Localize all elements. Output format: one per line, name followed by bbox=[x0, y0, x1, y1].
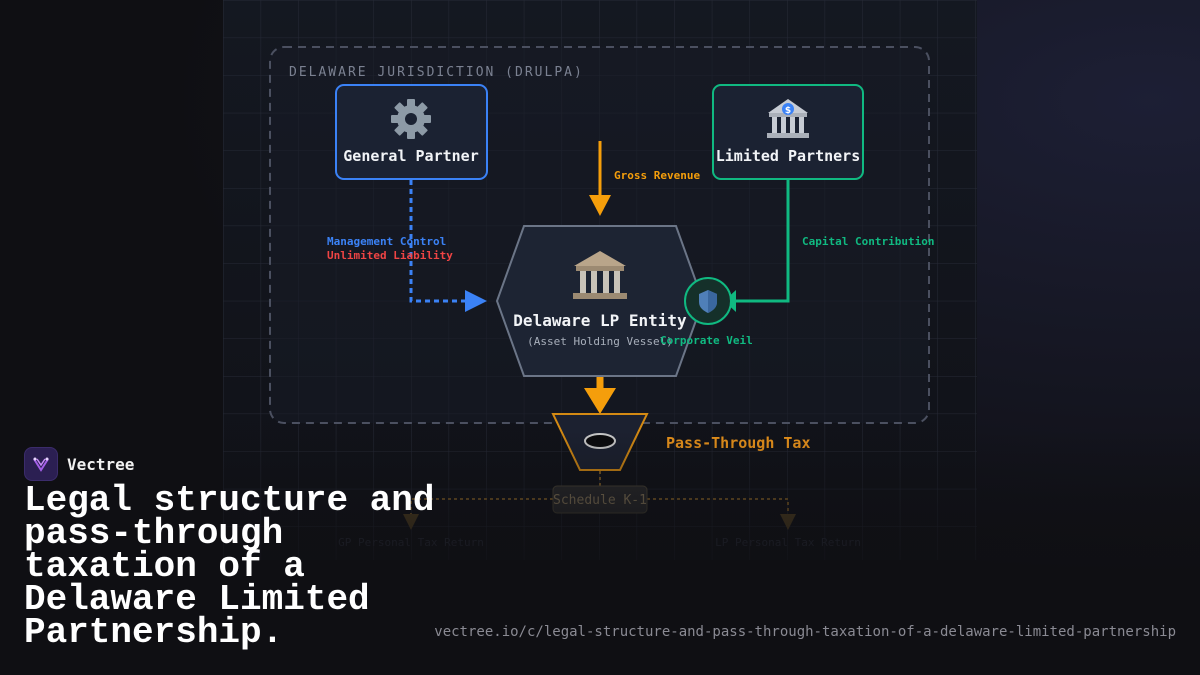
general-partner-label: General Partner bbox=[343, 147, 478, 165]
svg-text:$: $ bbox=[785, 106, 791, 116]
corporate-veil-node bbox=[684, 277, 732, 325]
delaware-lp-entity-node[interactable]: Delaware LP Entity (Asset Holding Vessel… bbox=[495, 225, 705, 377]
gross-revenue-arrowhead bbox=[589, 195, 611, 216]
corporate-veil-label: Corporate Veil bbox=[660, 334, 753, 347]
lp-tax-return-label: LP Personal Tax Return bbox=[715, 536, 861, 549]
general-partner-node[interactable]: General Partner bbox=[335, 84, 488, 180]
brand: Vectree bbox=[24, 447, 134, 481]
capital-contribution-line bbox=[735, 180, 790, 303]
brand-name: Vectree bbox=[67, 454, 135, 474]
gear-icon bbox=[391, 99, 431, 139]
unlimited-liability-label: Unlimited Liability bbox=[327, 249, 453, 262]
entity-sublabel: (Asset Holding Vessel) bbox=[527, 335, 673, 348]
vectree-logo-icon bbox=[24, 447, 58, 481]
pass-through-tax-label: Pass-Through Tax bbox=[666, 434, 811, 452]
jurisdiction-label: DELAWARE JURISDICTION (DRULPA) bbox=[289, 65, 584, 80]
management-control-line bbox=[409, 180, 465, 303]
entity-label: Delaware LP Entity bbox=[513, 311, 687, 330]
capital-contribution-label: Capital Contribution bbox=[802, 235, 934, 248]
bank-icon: $ bbox=[767, 99, 809, 138]
limited-partners-label: Limited Partners bbox=[716, 147, 861, 165]
management-arrowhead bbox=[465, 290, 487, 312]
page-url[interactable]: vectree.io/c/legal-structure-and-pass-th… bbox=[434, 624, 1176, 640]
pass-through-arrowhead bbox=[584, 388, 616, 414]
management-control-label: Management Control bbox=[327, 235, 446, 248]
shield-icon bbox=[699, 290, 717, 313]
gross-revenue-label: Gross Revenue bbox=[614, 169, 700, 182]
classical-building-icon bbox=[573, 251, 627, 299]
page-title: Legal structure and pass-through taxatio… bbox=[24, 480, 435, 653]
limited-partners-node[interactable]: $ Limited Partners bbox=[712, 84, 864, 180]
schedule-k1-label: Schedule K-1 bbox=[553, 493, 647, 508]
hole-icon bbox=[584, 433, 616, 449]
